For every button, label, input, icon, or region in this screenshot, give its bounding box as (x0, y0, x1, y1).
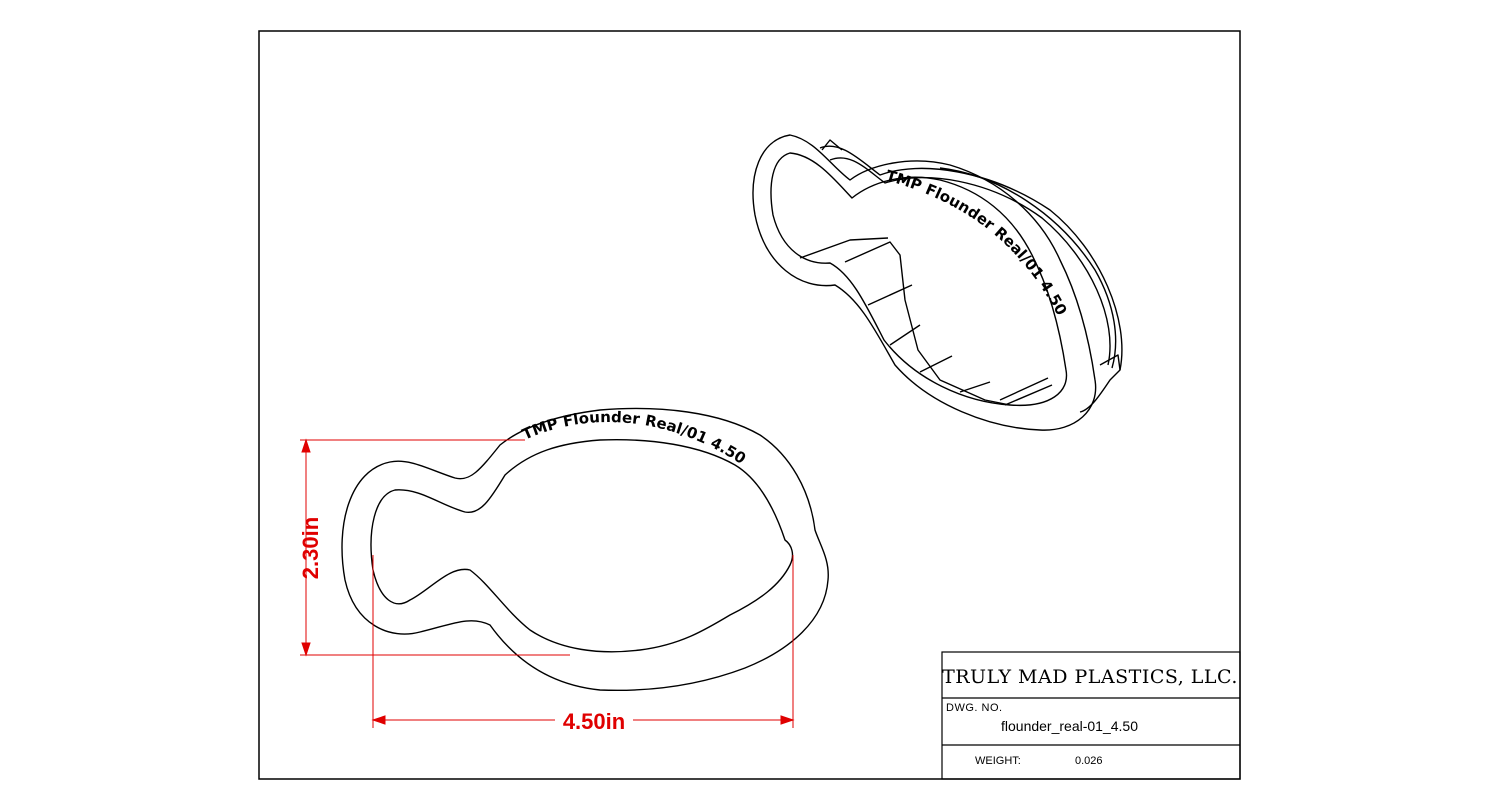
company-name: TRULY MAD PLASTICS, LLC. (942, 666, 1238, 688)
isometric-view (752, 134, 1123, 431)
plan-outer-outline (341, 407, 829, 692)
dwg-no-value: flounder_real-01_4.50 (1001, 718, 1138, 734)
height-dimension (300, 438, 570, 657)
iso-outer-outline (752, 134, 1097, 431)
plan-inner-outline (370, 438, 794, 653)
iso-back-wall-2 (829, 157, 1111, 366)
dwg-no-label: DWG. NO. (946, 702, 1003, 714)
height-dimension-label: 2.30in (298, 517, 323, 579)
title-block (941, 651, 1241, 780)
iso-back-wall (819, 145, 1123, 413)
iso-inner-outline (770, 152, 1068, 407)
width-dimension-label: 4.50in (563, 709, 625, 734)
iso-engraving: TMP Flounder Real/01 4.50 (884, 167, 1071, 319)
sheet-border (258, 30, 1241, 780)
width-dimension (371, 555, 795, 728)
iso-inner-wall (844, 241, 1011, 406)
weight-label: WEIGHT: (975, 755, 1021, 767)
plan-view (341, 407, 829, 692)
weight-value: 0.026 (1075, 755, 1103, 767)
